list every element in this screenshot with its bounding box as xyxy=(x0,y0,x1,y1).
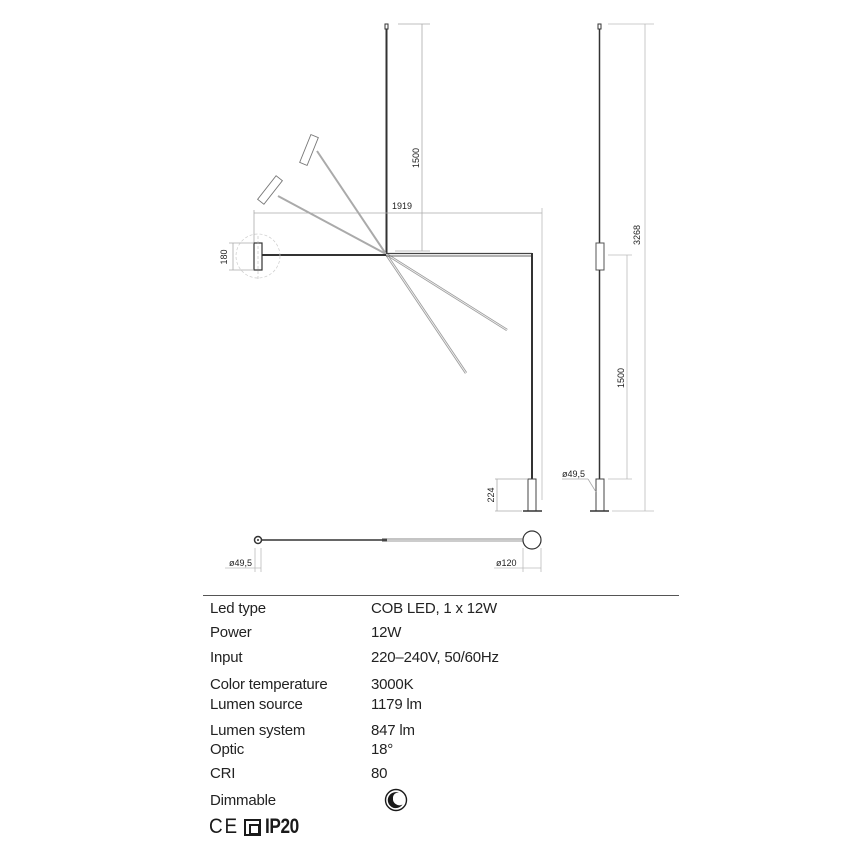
spec-value: 220–240V, 50/60Hz xyxy=(371,649,499,666)
front-view: 1500 1919 180 xyxy=(219,23,543,512)
top-view: ø49,5 ø120 xyxy=(225,530,542,572)
dimmable-icon xyxy=(384,788,408,812)
ce-mark-icon: CE xyxy=(209,815,239,838)
spec-label: Input xyxy=(210,649,243,666)
dim-upper-height: 1500 xyxy=(411,148,421,168)
spec-value: 18° xyxy=(371,741,394,758)
spec-value: 1179 lm xyxy=(371,696,422,713)
spec-value: 847 lm xyxy=(371,722,415,739)
technical-drawing: 1500 1919 180 xyxy=(219,23,654,572)
spec-label: Color temperature xyxy=(210,676,328,693)
dim-arm-width: 1919 xyxy=(392,201,412,211)
dim-head-height: 180 xyxy=(219,249,229,264)
dim-side-base-diameter: ø49,5 xyxy=(562,469,585,479)
spec-label: Optic xyxy=(210,741,245,758)
spec-label: Lumen source xyxy=(210,696,303,713)
spec-value: 80 xyxy=(371,765,388,782)
spec-label: Led type xyxy=(210,600,266,617)
dim-base-height: 224 xyxy=(486,487,496,502)
ip-rating: IP20 xyxy=(265,815,299,838)
dim-total-height: 3268 xyxy=(632,225,642,245)
spec-value: COB LED, 1 x 12W xyxy=(371,600,498,617)
dim-top-head-diameter: ø49,5 xyxy=(229,558,252,568)
certification-marks: CE IP20 xyxy=(209,815,306,839)
spec-label: Dimmable xyxy=(210,792,276,809)
dim-top-base-diameter: ø120 xyxy=(496,558,517,568)
dim-lower-height: 1500 xyxy=(616,368,626,388)
spec-label: Lumen system xyxy=(210,722,306,739)
spec-value: 12W xyxy=(371,624,402,641)
spec-divider xyxy=(203,595,679,596)
double-insulation-icon xyxy=(244,818,262,836)
side-view: 3268 1500 ø49,5 xyxy=(562,23,654,512)
spec-label: Power xyxy=(210,624,252,641)
spec-label: CRI xyxy=(210,765,236,782)
spec-value: 3000K xyxy=(371,676,414,693)
